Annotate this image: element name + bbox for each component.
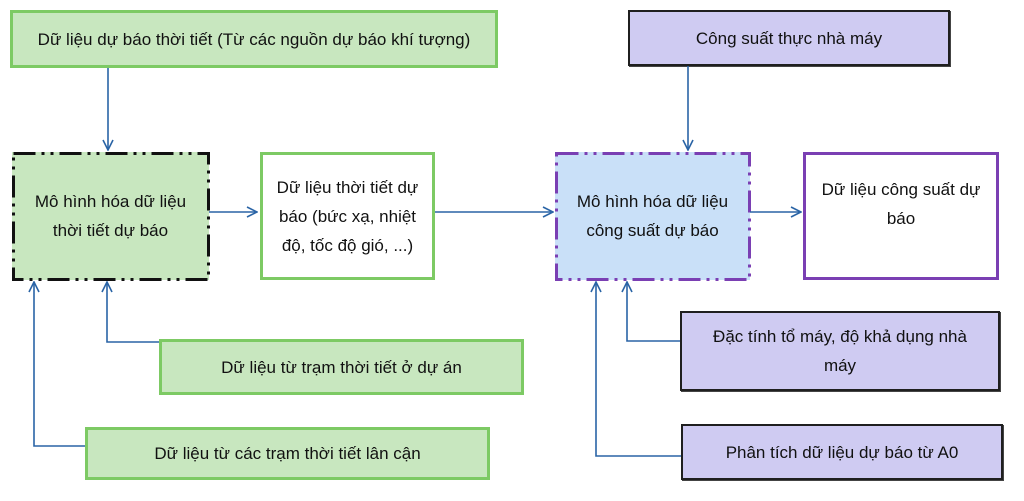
arrow-project-station-to-weather-model (107, 282, 159, 343)
node-unit-characteristics: Đặc tính tổ máy, độ khả dụng nhà máy (680, 311, 1000, 391)
node-label: Dữ liệu từ trạm thời tiết ở dự án (221, 357, 462, 377)
arrow-a0-analysis-to-power-model (596, 282, 681, 457)
node-label: Dữ liệu công suất dự báo (821, 180, 981, 228)
node-label: Dữ liệu thời tiết dự báo (bức xạ, nhiệt … (276, 177, 419, 255)
node-label: Công suất thực nhà máy (695, 28, 883, 48)
node-label: Dữ liệu từ các trạm thời tiết lân cận (154, 444, 421, 463)
node-label: Mô hình hóa dữ liệu công suất dự báo (576, 192, 729, 240)
node-forecast-power-data: Dữ liệu công suất dự báo (803, 152, 999, 280)
node-actual-plant-output: Công suất thực nhà máy (628, 10, 950, 66)
node-a0-forecast-analysis: Phân tích dữ liệu dự báo từ A0 (681, 424, 1003, 480)
node-label: Phân tích dữ liệu dự báo từ A0 (725, 442, 959, 462)
node-power-model: Mô hình hóa dữ liệu công suất dự báo (555, 152, 750, 280)
arrow-nearby-stations-to-weather-model (34, 282, 85, 447)
node-weather-forecast-sources: Dữ liệu dự báo thời tiết (Từ các nguồn d… (10, 10, 498, 68)
node-forecast-weather-data: Dữ liệu thời tiết dự báo (bức xạ, nhiệt … (260, 152, 435, 280)
arrow-unit-characteristics-to-power-model (627, 282, 680, 342)
node-label: Dữ liệu dự báo thời tiết (Từ các nguồn d… (37, 29, 471, 49)
node-nearby-stations-data: Dữ liệu từ các trạm thời tiết lân cận (85, 427, 490, 480)
node-weather-model: Mô hình hóa dữ liệu thời tiết dự báo (12, 152, 209, 280)
node-label: Đặc tính tổ máy, độ khả dụng nhà máy (713, 327, 967, 375)
node-label: Mô hình hóa dữ liệu thời tiết dự báo (34, 192, 187, 240)
node-project-station-data: Dữ liệu từ trạm thời tiết ở dự án (159, 339, 524, 395)
